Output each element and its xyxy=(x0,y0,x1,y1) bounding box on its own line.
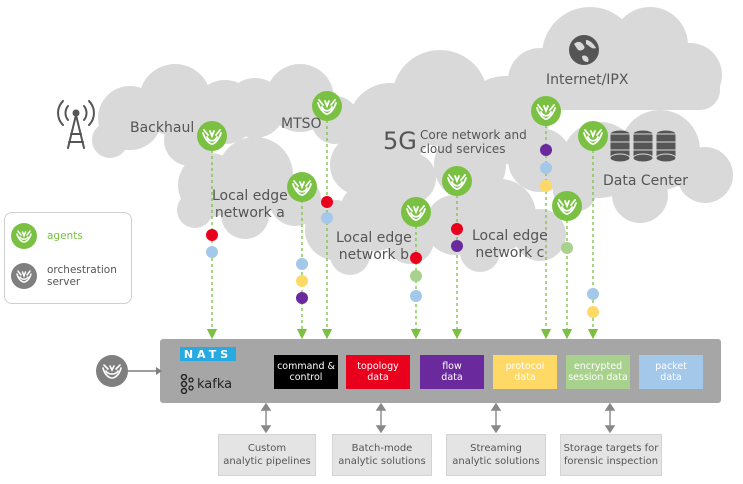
legend: agents orchestration server xyxy=(4,212,132,304)
mtso-label: MTSO xyxy=(281,116,322,132)
nats-logo: NATS xyxy=(180,347,236,361)
orchestrator-icon xyxy=(96,355,128,387)
database-icon xyxy=(609,129,677,163)
core-desc-label: Core network and cloud services xyxy=(420,128,527,156)
agent-icon xyxy=(11,223,37,249)
cloud-local-b xyxy=(305,179,434,275)
output-batch-mode: Batch-mode analytic solutions xyxy=(332,434,432,476)
topic-packet-data: packet data xyxy=(639,355,703,389)
kafka-label: kafka xyxy=(197,376,233,392)
topic-topology-data: topology data xyxy=(346,355,410,389)
data-dots xyxy=(206,144,599,318)
agent-icon xyxy=(286,171,318,203)
globe-icon xyxy=(569,35,599,65)
kafka-icon xyxy=(180,374,194,394)
local-edge-c-label: Local edge network c xyxy=(472,228,548,261)
topic-encrypted-session-data: encrypted session data xyxy=(566,355,630,389)
agent-icon xyxy=(530,95,562,127)
topic-command-control: command & control xyxy=(274,355,338,389)
orchestrator-arrow xyxy=(128,367,162,375)
legend-orchestration-label: orchestration server xyxy=(47,264,117,288)
cell-tower-icon xyxy=(57,100,95,149)
orchestrator-icon xyxy=(11,263,37,289)
nats-label: NATS xyxy=(183,347,233,361)
internet-label: Internet/IPX xyxy=(546,72,629,88)
legend-agents: agents xyxy=(11,223,83,249)
agent-icon xyxy=(577,120,609,152)
legend-orchestration: orchestration server xyxy=(11,263,117,289)
legend-agents-label: agents xyxy=(47,230,83,242)
agent-icon xyxy=(441,165,473,197)
cloud-core xyxy=(330,50,572,204)
output-custom-pipelines: Custom analytic pipelines xyxy=(218,434,316,476)
agent-icon xyxy=(196,120,228,152)
local-edge-a-label: Local edge network a xyxy=(212,188,288,221)
local-edge-b-label: Local edge network b xyxy=(336,230,412,263)
cloud-group xyxy=(92,7,733,275)
data-center-label: Data Center xyxy=(603,173,688,189)
core-5g-label: 5G xyxy=(383,127,417,155)
agent-icon xyxy=(551,190,583,222)
kafka-logo: kafka xyxy=(180,374,232,394)
output-streaming: Streaming analytic solutions xyxy=(446,434,546,476)
backhaul-label: Backhaul xyxy=(130,120,195,136)
topic-flow-data: flow data xyxy=(420,355,484,389)
output-arrows xyxy=(260,402,616,434)
agent-icon xyxy=(400,196,432,228)
topic-protocol-data: protocol data xyxy=(493,355,557,389)
output-storage-targets: Storage targets for forensic inspection xyxy=(560,434,662,476)
